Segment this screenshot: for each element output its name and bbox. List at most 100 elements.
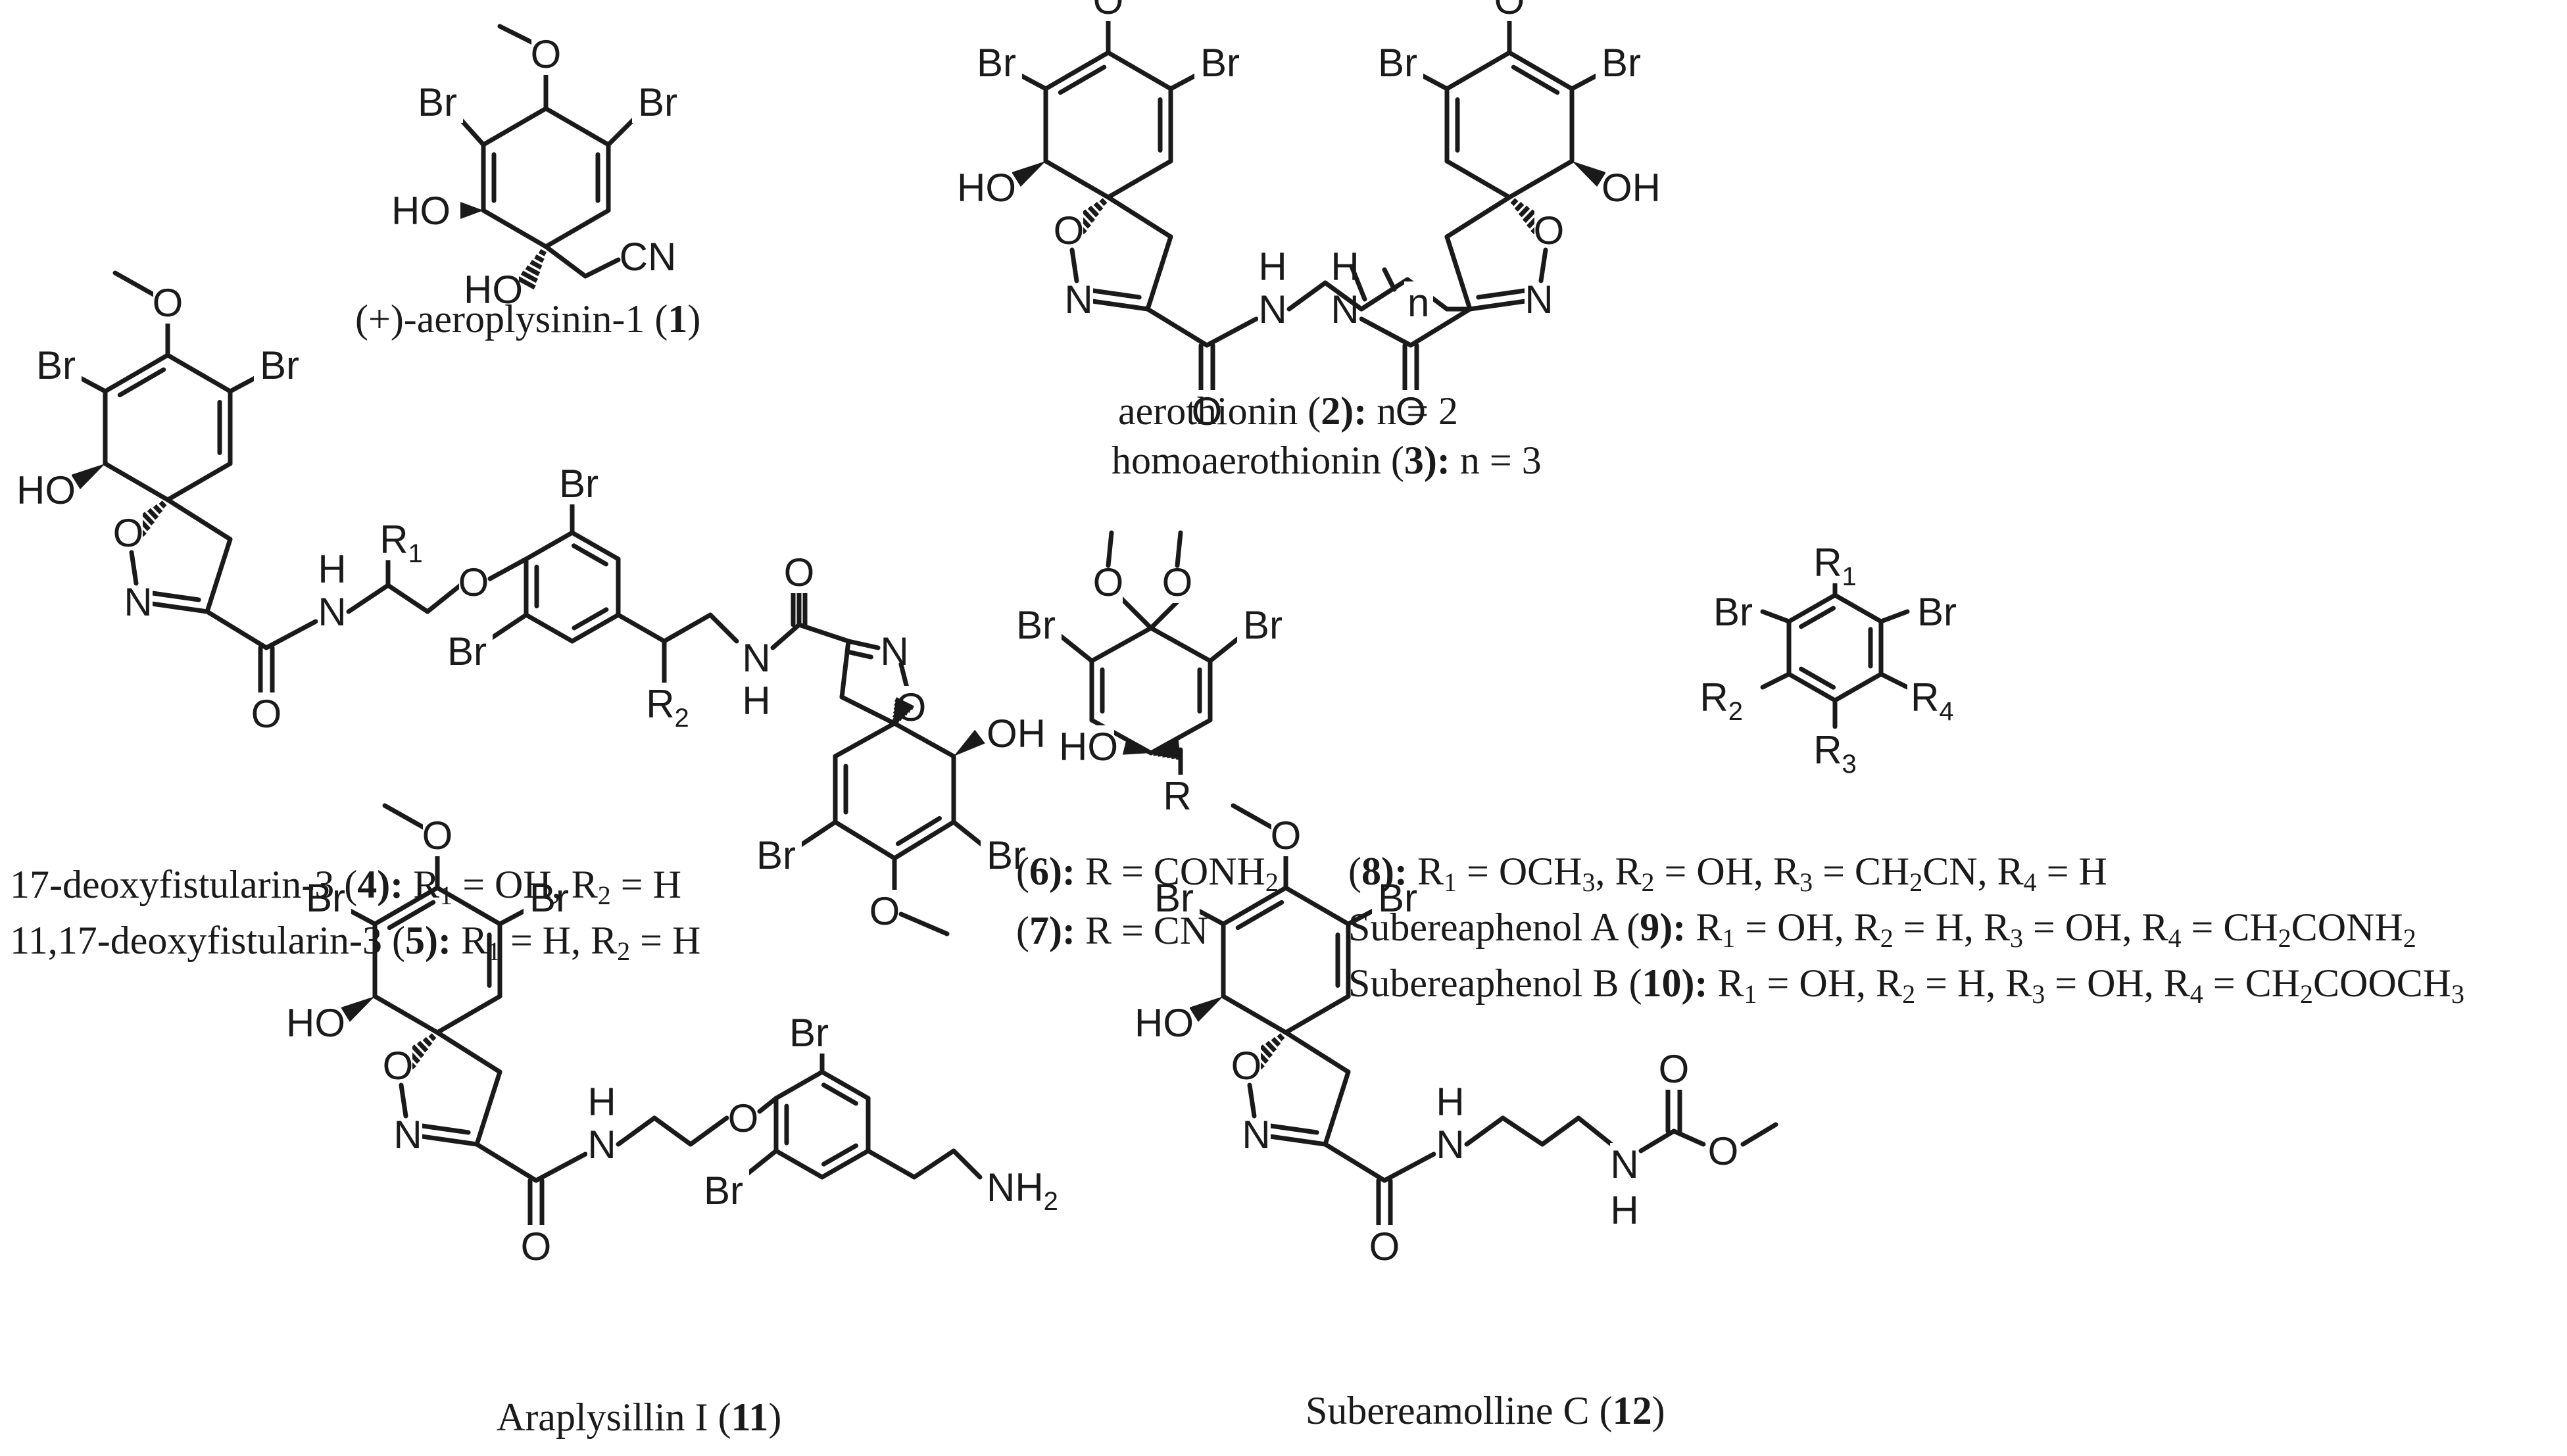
bond xyxy=(205,537,233,614)
bond xyxy=(372,994,440,1035)
bond xyxy=(103,461,170,502)
atom-backdrop xyxy=(153,281,182,324)
amide-hydrogen: H xyxy=(1258,245,1287,289)
atom-backdrop xyxy=(1163,775,1192,817)
ether-oxygen: O xyxy=(728,1096,759,1140)
hydroxyl-group: OH xyxy=(987,712,1046,756)
atom-text: N xyxy=(1242,1113,1270,1157)
atom-text: CN xyxy=(620,235,677,279)
bond xyxy=(570,530,621,562)
bond xyxy=(1056,632,1094,664)
bond xyxy=(866,1148,917,1180)
atom-backdrop xyxy=(412,81,463,123)
ring-nitrogen: N xyxy=(393,1113,422,1157)
atom-backdrop xyxy=(524,877,575,919)
hydroxyl-group: HO xyxy=(464,268,523,312)
atom-backdrop xyxy=(1396,390,1425,432)
methoxy-oxygen: O xyxy=(153,281,183,325)
atom-text: O xyxy=(1271,813,1302,858)
atom-backdrop xyxy=(318,591,347,633)
methoxy-oxygen: O xyxy=(1093,560,1124,604)
bond xyxy=(793,819,838,851)
ring-nitrogen: N xyxy=(1525,278,1553,322)
atom-text: N xyxy=(1610,1142,1638,1186)
atom-text: O xyxy=(1659,1047,1690,1091)
wedge-bond xyxy=(1012,161,1046,187)
bond xyxy=(543,244,588,279)
atom-backdrop xyxy=(1271,814,1300,856)
atom-backdrop xyxy=(1525,278,1553,320)
bond xyxy=(1576,1115,1614,1147)
bond xyxy=(839,639,851,700)
atom-backdrop xyxy=(300,877,351,919)
substituent-r3: R3 xyxy=(1813,728,1857,779)
atom-text: O xyxy=(1494,0,1525,22)
bond xyxy=(708,612,739,644)
bond xyxy=(1760,609,1792,624)
atom-backdrop xyxy=(1610,1143,1639,1185)
hashed-bond xyxy=(1081,209,1096,224)
atom-text: Br xyxy=(1016,603,1056,647)
atom-subscript: 2 xyxy=(1044,1187,1058,1216)
atom-backdrop xyxy=(441,630,493,672)
atom-backdrop xyxy=(1372,877,1423,919)
bond xyxy=(1408,306,1473,348)
atom-subscript: 4 xyxy=(1939,697,1953,726)
hashed-bond xyxy=(1152,748,1158,756)
bromine-atom: Br xyxy=(1705,590,1756,634)
ring-nitrogen: N xyxy=(1064,278,1093,322)
atom-backdrop xyxy=(1010,604,1062,646)
atom-text: N xyxy=(1064,278,1092,322)
bond xyxy=(821,1143,858,1167)
atom-text: HO xyxy=(391,189,451,233)
amide-nitrogen: N xyxy=(1436,1123,1465,1167)
atom-backdrop xyxy=(252,692,281,735)
hashed-bond xyxy=(1522,209,1536,224)
atom-backdrop xyxy=(1063,725,1114,767)
bond xyxy=(796,622,851,644)
bond xyxy=(1799,666,1836,690)
bond xyxy=(474,1069,502,1147)
carbonyl-oxygen: O xyxy=(1659,1047,1690,1091)
hashed-bond xyxy=(428,1033,437,1042)
bond xyxy=(688,1115,729,1147)
bromine-atom: Br xyxy=(412,80,463,124)
methoxy-oxygen: O xyxy=(1494,0,1525,22)
atom-subscript: 1 xyxy=(408,539,423,568)
bromine-atom: Br xyxy=(981,833,1032,877)
atom-text: H xyxy=(1258,245,1286,289)
atom-text: O xyxy=(422,813,453,858)
atom-text: N xyxy=(880,629,908,673)
atom-subscript: 1 xyxy=(1842,562,1857,591)
bond xyxy=(1832,593,1884,624)
wedge-bond xyxy=(460,202,483,219)
wedge-bond xyxy=(1572,161,1606,187)
bond xyxy=(951,1148,983,1180)
ring-oxygen: O xyxy=(383,1044,414,1088)
bond xyxy=(1786,593,1838,624)
atom-backdrop xyxy=(622,235,673,278)
amide-hydrogen: H xyxy=(587,1080,616,1124)
hashed-bond xyxy=(1156,746,1163,757)
atom-text: Br xyxy=(559,462,599,506)
atom-backdrop xyxy=(1907,676,1952,718)
atom-text: Br xyxy=(529,876,569,920)
chain-repeat-index: n xyxy=(1404,281,1433,325)
bond xyxy=(912,1148,956,1180)
atom-text: Br xyxy=(704,1169,743,1213)
bond xyxy=(129,550,139,586)
bond xyxy=(1444,158,1512,200)
atom-text: H xyxy=(1436,1080,1464,1124)
atom-text: O xyxy=(1093,0,1124,22)
bond xyxy=(1464,1115,1505,1147)
bromine-atom: Br xyxy=(783,1011,835,1055)
ring-nitrogen: N xyxy=(880,629,909,673)
carbonyl-oxygen: O xyxy=(1192,389,1223,433)
atom-text: Br xyxy=(1243,603,1283,647)
bond xyxy=(103,352,170,394)
atom-text: N xyxy=(393,1113,422,1157)
atom-text: Br xyxy=(756,833,796,877)
bond xyxy=(833,721,897,759)
atom-text: Br xyxy=(447,629,487,673)
